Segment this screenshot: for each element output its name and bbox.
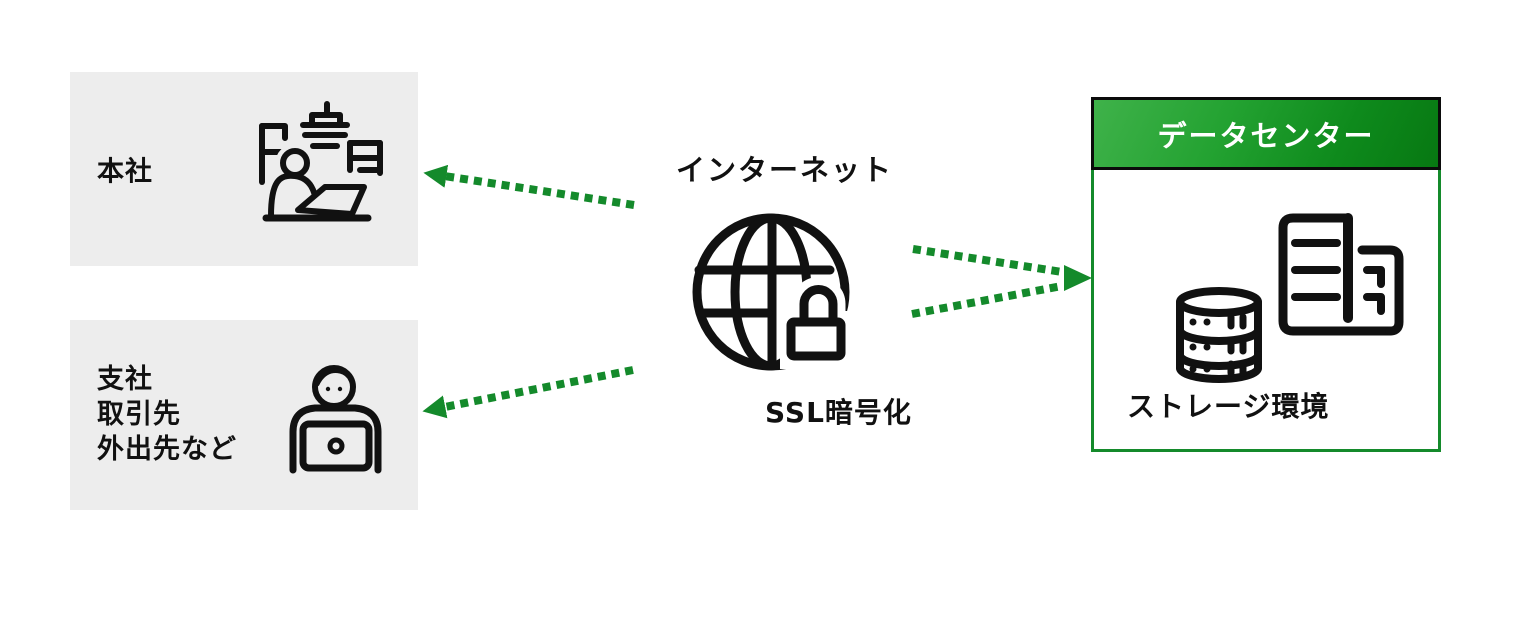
storage-icons bbox=[1176, 213, 1404, 383]
arrow-internet-to-datacenter-lower bbox=[911, 282, 1063, 318]
ssl-encryption-label: SSL暗号化 bbox=[765, 396, 912, 429]
remote-line-2: 取引先 bbox=[97, 399, 181, 430]
remote-sites-label: 支社 取引先 外出先など bbox=[97, 362, 237, 467]
datacenter-title: データセンター bbox=[1157, 118, 1375, 153]
office-building-icon bbox=[1278, 213, 1404, 336]
globe-with-lock-icon bbox=[692, 213, 854, 371]
datacenter-header: データセンター bbox=[1091, 97, 1441, 170]
person-with-laptop-icon bbox=[289, 365, 382, 474]
person-at-desk-with-buildings-icon bbox=[259, 101, 383, 222]
remote-line-3: 外出先など bbox=[97, 434, 237, 465]
arrow-internet-to-headquarters bbox=[423, 164, 635, 209]
remote-line-1: 支社 bbox=[97, 364, 153, 395]
node-remote-sites: 支社 取引先 外出先など bbox=[70, 320, 418, 510]
arrow-internet-to-datacenter-upper bbox=[912, 245, 1063, 276]
internet-label: インターネット bbox=[676, 153, 894, 187]
database-icon bbox=[1176, 287, 1262, 383]
arrowhead-datacenter bbox=[1064, 265, 1092, 291]
arrow-internet-to-remote bbox=[422, 366, 634, 419]
headquarters-label: 本社 bbox=[97, 156, 153, 188]
storage-environment-label: ストレージ環境 bbox=[1127, 390, 1330, 423]
